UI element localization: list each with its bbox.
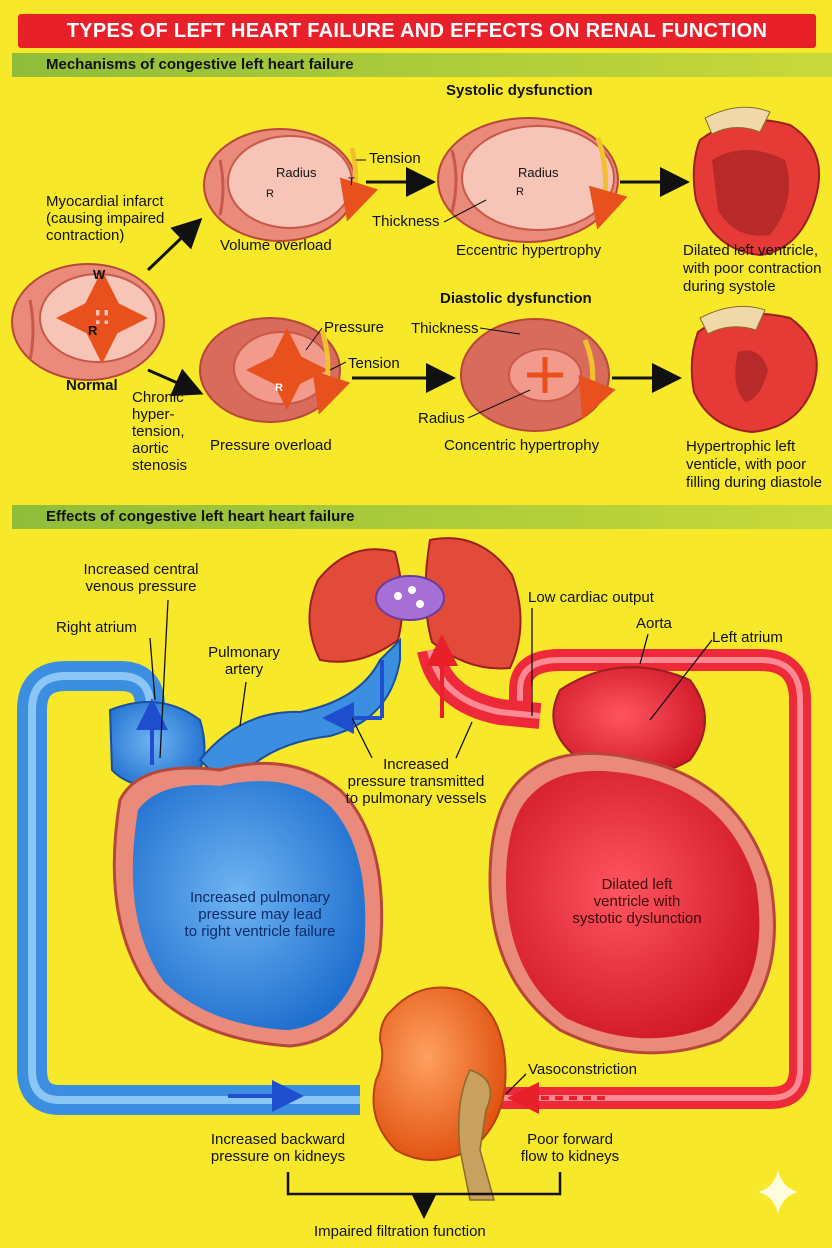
normal-w-label: W (93, 267, 106, 282)
poor-forward-flow-label: Poor forward flow to kidneys (500, 1131, 640, 1165)
central-venous-line-1: Increased central (83, 561, 199, 578)
chronic-label-1: Chronic (132, 389, 184, 406)
pressure-label: Pressure (324, 319, 385, 336)
volume-overload-caption: Volume overload (220, 237, 332, 254)
pulmonary-artery-label: Pulmonary artery (196, 644, 292, 678)
volume-t-label: T (348, 176, 355, 188)
low-cardiac-output-label: Low cardiac output (528, 589, 654, 606)
pressure-overload-caption: Pressure overload (210, 437, 332, 454)
hypertrophic-lv-line-3: filling during diastole (686, 474, 822, 491)
volume-overload-section (203, 128, 379, 242)
eccentric-hypertrophy-caption: Eccentric hypertrophy (456, 242, 602, 259)
pressure-transmitted-line-2: pressure transmitted (347, 773, 485, 790)
mechanisms-section-bar: Mechanisms of congestive left heart fail… (12, 53, 832, 77)
aorta-label: Aorta (636, 615, 672, 632)
impaired-filtration-label: Impaired filtration function (314, 1223, 486, 1240)
normal-label: Normal (66, 377, 118, 394)
dilated-lv-line-2: with poor contraction (683, 260, 822, 277)
chronic-label-4: aortic (132, 440, 169, 457)
diastolic-dysfunction-heading: Diastolic dysfunction (440, 290, 592, 307)
hypertrophic-lv-caption: Hypertrophic left venticle, with poor fi… (686, 438, 822, 492)
venous-return-vessel (17, 661, 360, 1115)
backward-pressure-label: Increased backward pressure on kidneys (196, 1131, 360, 1165)
volume-r-label: R (266, 188, 274, 200)
hypertrophic-lv-line-2: venticle, with poor (686, 456, 807, 473)
left-atrium (552, 666, 706, 776)
myocardial-infarct-label-1: Myocardial infarct (46, 193, 164, 210)
right-atrium (108, 701, 206, 792)
eccentric-radius-label: Radius (518, 165, 559, 180)
dilated-lv-systolic-line-1: Dilated left (601, 876, 673, 893)
pulmonary-vein (417, 646, 542, 729)
pressure-transmitted-line-1: Increased (383, 756, 449, 773)
concentric-hypertrophy-caption: Concentric hypertrophy (444, 437, 600, 454)
left-atrium-label: Left atrium (712, 629, 783, 646)
eccentric-thickness-label: Thickness (372, 213, 440, 230)
dilated-lv-systolic-line-3: systotic dyslunction (572, 910, 702, 927)
pressure-r-label: R (275, 382, 283, 394)
dilated-lv-systolic-line-2: ventricle with (593, 893, 681, 910)
rv-failure-label: Increased pulmonary pressure may lead to… (150, 889, 370, 940)
normal-r-label: R (88, 323, 98, 338)
eccentric-r-label: R (516, 186, 524, 198)
chronic-label-5: stenosis (132, 457, 188, 474)
pulmonary-artery-line-2: artery (224, 661, 264, 678)
concentric-radius-label: Radius (418, 410, 465, 427)
vasoconstriction-label: Vasoconstriction (528, 1061, 637, 1078)
normal-ventricle-section (11, 263, 165, 381)
dilated-lv-line-1: Dilated left ventricle, (683, 242, 819, 259)
effects-section-bar: Effects of congestive left heart heart f… (12, 505, 832, 529)
poor-forward-line-2: flow to kidneys (520, 1148, 620, 1165)
kidney (372, 986, 507, 1161)
dilated-lv-systolic-label: Dilated left ventricle with systotic dys… (552, 876, 722, 927)
mechanisms-diagram (11, 106, 821, 434)
hypertrophic-lv-line-1: Hypertrophic left (686, 438, 796, 455)
eccentric-hypertrophy-section (437, 117, 628, 243)
hypertrophic-left-ventricle-illustration (690, 305, 818, 434)
myocardial-infarct-label-3: contraction) (46, 227, 125, 244)
backward-pressure-line-1: Increased backward (210, 1131, 346, 1148)
dilated-lv-caption: Dilated left ventricle, with poor contra… (683, 242, 821, 296)
pulmonary-artery-line-1: Pulmonary (208, 644, 280, 661)
pressure-tension-label: Tension (348, 355, 400, 372)
pressure-transmitted-label: Increased pressure transmitted to pulmon… (326, 756, 506, 807)
right-atrium-label: Right atrium (56, 619, 137, 636)
rv-failure-line-2: pressure may lead (198, 906, 322, 923)
central-venous-line-2: venous pressure (85, 578, 197, 595)
dilated-left-ventricle-illustration (692, 106, 821, 257)
sparkle-icon (758, 1170, 798, 1214)
ureter (458, 1069, 495, 1201)
pressure-transmitted-line-3: to pulmonary vessels (345, 790, 487, 807)
volume-tension-label: Tension (369, 150, 421, 167)
rv-failure-line-3: to right ventricle failure (184, 923, 336, 940)
chronic-label-2: hyper- (132, 406, 175, 423)
concentric-thickness-label: Thickness (411, 320, 479, 337)
page-title: TYPES OF LEFT HEART FAILURE AND EFFECTS … (18, 14, 816, 48)
dilated-lv-line-3: during systole (683, 278, 776, 295)
concentric-hypertrophy-section (460, 318, 616, 432)
pressure-overload-section (199, 317, 351, 423)
backward-pressure-line-2: pressure on kidneys (210, 1148, 346, 1165)
rv-failure-line-1: Increased pulmonary (189, 889, 331, 906)
systolic-dysfunction-heading: Systolic dysfunction (446, 82, 593, 99)
chronic-label-3: tension, (132, 423, 185, 440)
lungs-illustration (308, 537, 522, 670)
central-venous-pressure-label: Increased central venous pressure (66, 561, 216, 595)
poor-forward-line-1: Poor forward (527, 1131, 613, 1148)
myocardial-infarct-label-2: (causing impaired (46, 210, 165, 227)
volume-radius-label: Radius (276, 165, 317, 180)
